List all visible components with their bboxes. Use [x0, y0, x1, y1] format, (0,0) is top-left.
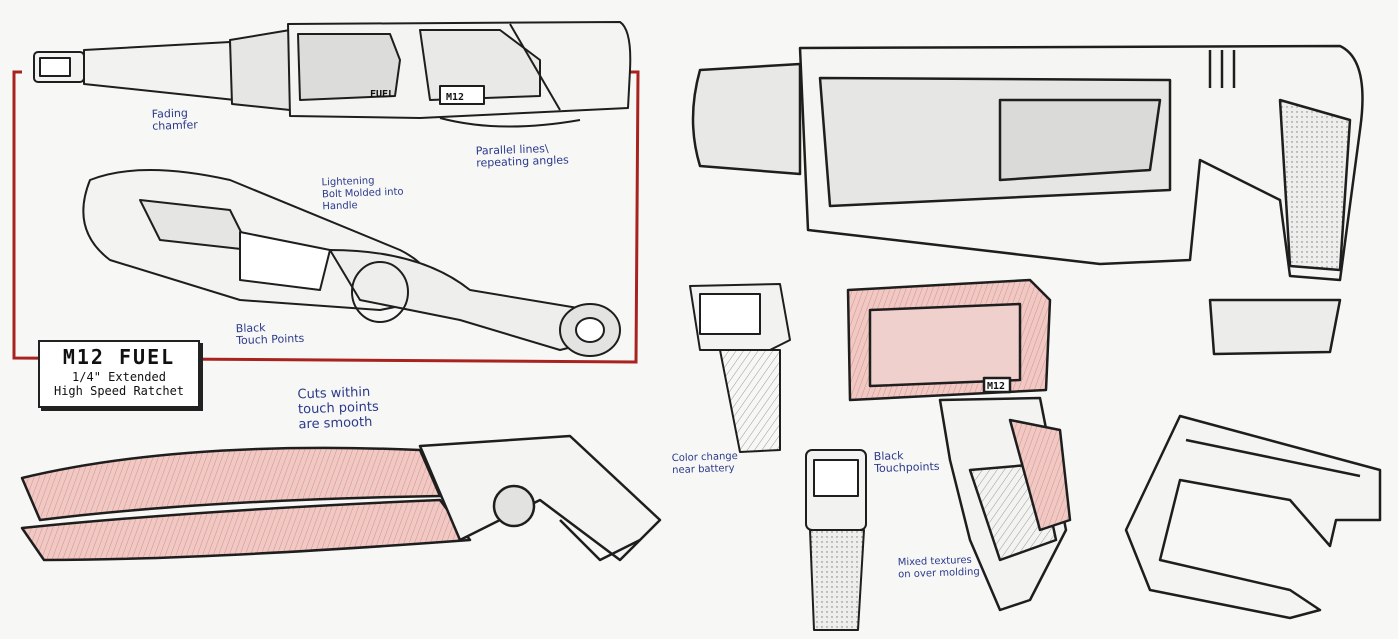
annotation-black-touchpoints: Black Touchpoints	[873, 449, 940, 476]
title-line-2: 1/4" Extended	[72, 370, 166, 384]
title-line-3: High Speed Ratchet	[53, 384, 185, 398]
ratchet-side-sketch	[33, 21, 632, 128]
fuel-label: FUEL	[370, 89, 394, 100]
thermo-gun-front-sketch	[805, 449, 867, 631]
m12-gun-label: M12	[987, 381, 1005, 392]
ratchet-perspective-sketch	[82, 169, 621, 357]
annotation-lightening-bolt: Lightening Bolt Molded into Handle	[321, 175, 404, 213]
annotation-parallel-lines: Parallel lines\ repeating angles	[475, 142, 569, 170]
title-line-1: M12 FUEL	[62, 345, 176, 369]
annotation-black-touch-points: Black Touch Points	[235, 321, 305, 348]
m12-ratchet-label: M12	[446, 92, 464, 103]
bracket-part-sketch	[1124, 414, 1382, 620]
thermo-gun-small-sketch	[689, 283, 791, 453]
thermo-gun-main-sketch	[846, 278, 1072, 612]
hammer-drill-sketch	[691, 44, 1364, 356]
red-frame	[12, 70, 640, 364]
annotation-mixed-textures: Mixed textures on over molding	[897, 554, 980, 581]
pliers-sketch	[20, 434, 662, 562]
title-block: M12 FUEL 1/4" Extended High Speed Ratche…	[38, 340, 200, 408]
annotation-color-change: Color change near battery	[671, 450, 739, 477]
annotation-fading-chamfer: Fading chamfer	[151, 106, 199, 133]
annotation-cuts-within: Cuts within touch points are smooth	[297, 384, 379, 433]
